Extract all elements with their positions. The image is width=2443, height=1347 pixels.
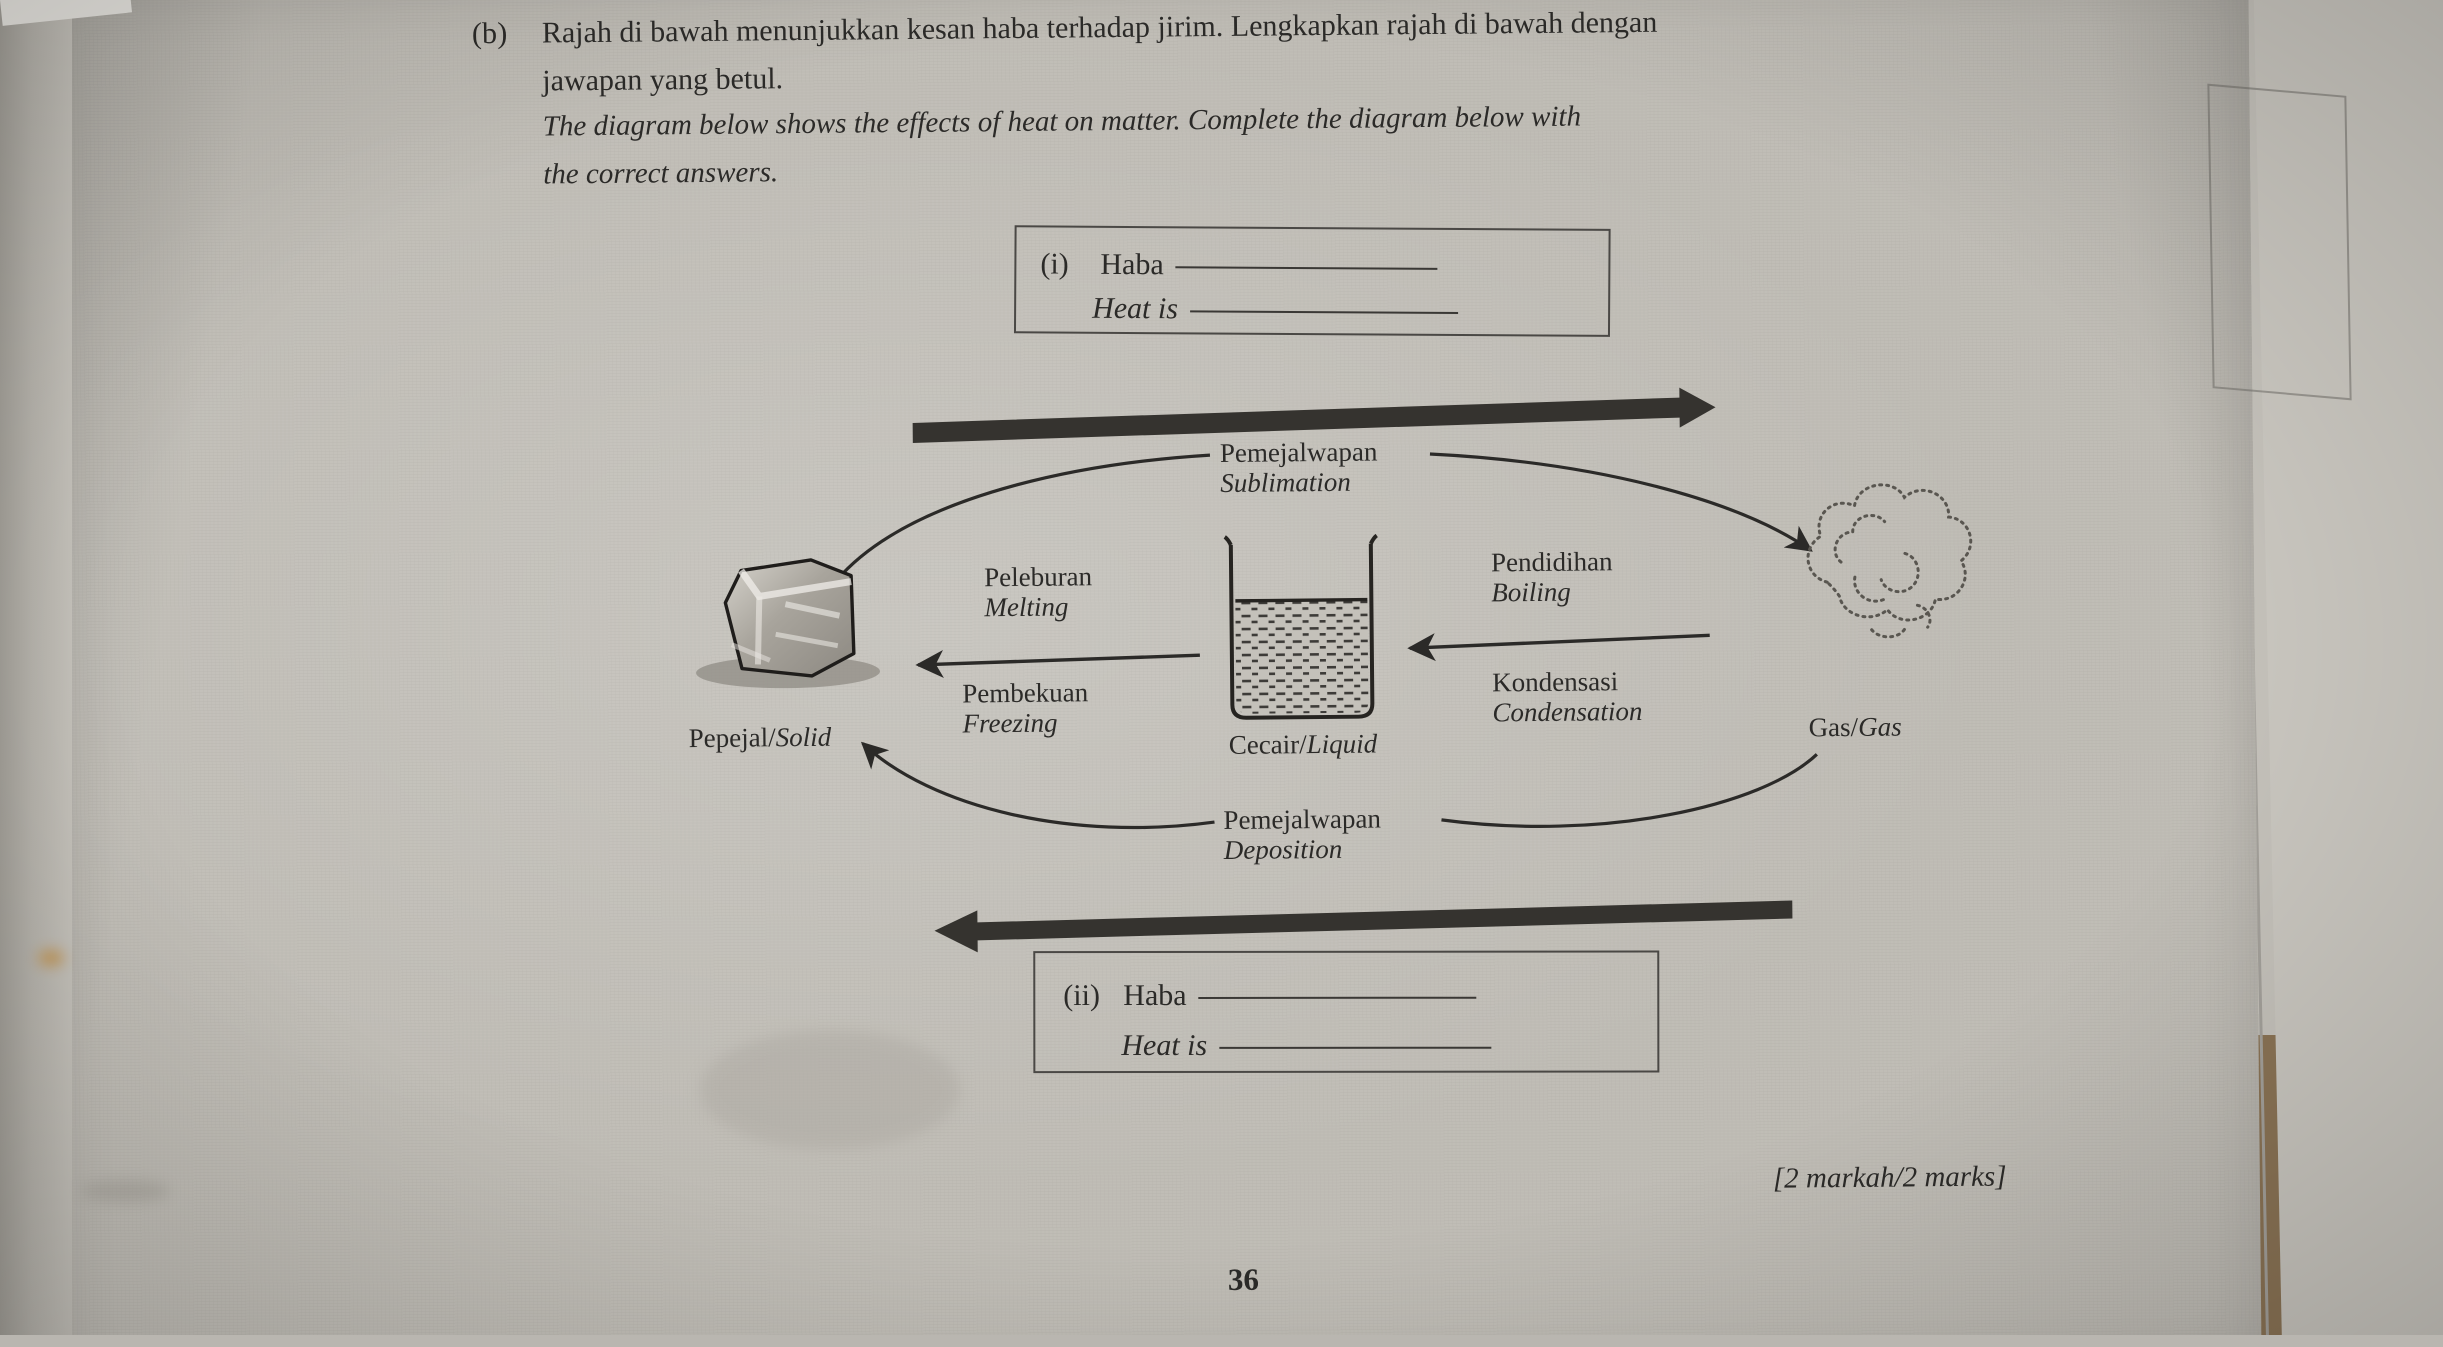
deposition-arc-left xyxy=(860,741,1215,830)
state-label-gas: Gas/Gas xyxy=(1808,711,1902,743)
liquid-english: Liquid xyxy=(1306,728,1378,760)
condensation-malay: Kondensasi xyxy=(1492,666,1619,698)
paper-shadow-blotch xyxy=(700,1030,960,1150)
book-gutter xyxy=(0,0,72,1335)
melting-english: Melting xyxy=(984,591,1069,623)
sublimation-arc xyxy=(835,453,1211,581)
melting-malay: Peleburan xyxy=(983,561,1093,593)
state-label-liquid: Cecair/Liquid xyxy=(1228,728,1378,760)
solid-english: Solid xyxy=(775,721,832,753)
liquid-malay: Cecair xyxy=(1228,729,1300,760)
freezing-malay: Pembekuan xyxy=(962,677,1089,709)
sublimation-malay: Pemejalwapan xyxy=(1219,436,1378,469)
deposition-english: Deposition xyxy=(1223,834,1343,866)
transition-label-sublimation: Pemejalwapan Sublimation xyxy=(1220,436,1378,498)
master-arrow-heat-added xyxy=(912,387,1716,443)
transition-label-deposition: Pemejalwapan Deposition xyxy=(1223,803,1381,865)
boiling-english: Boiling xyxy=(1491,576,1571,608)
freezing-english: Freezing xyxy=(962,707,1058,739)
paper-stain xyxy=(38,950,64,966)
solid-malay: Pepejal xyxy=(688,722,769,754)
melting-freezing-arrow xyxy=(915,650,1200,679)
deposition-arc-right xyxy=(1441,753,1818,828)
transition-label-melting: Peleburan Melting xyxy=(984,561,1093,623)
paper-mark xyxy=(80,1180,170,1202)
transition-label-condensation: Kondensasi Condensation xyxy=(1492,666,1643,728)
state-label-solid: Pepejal/Solid xyxy=(688,721,832,754)
gas-cloud-icon xyxy=(1806,483,1973,639)
condensation-english: Condensation xyxy=(1492,696,1643,728)
sublimation-english: Sublimation xyxy=(1220,466,1351,499)
beaker-icon xyxy=(1223,533,1378,720)
transition-label-boiling: Pendidihan Boiling xyxy=(1491,546,1613,608)
gas-english: Gas xyxy=(1857,711,1902,742)
gas-malay: Gas xyxy=(1808,711,1851,743)
ice-cube-icon xyxy=(696,558,881,689)
deposition-malay: Pemejalwapan xyxy=(1223,803,1382,835)
sublimation-arc-right xyxy=(1429,452,1813,552)
page-number: 36 xyxy=(1227,1261,1260,1297)
master-arrow-heat-removed xyxy=(934,900,1793,953)
boiling-malay: Pendidihan xyxy=(1490,546,1613,578)
boiling-condensation-arrow xyxy=(1407,633,1710,662)
transition-label-freezing: Pembekuan Freezing xyxy=(962,677,1089,739)
marks-annotation: [2 markah/2 marks] xyxy=(1772,1160,2007,1195)
